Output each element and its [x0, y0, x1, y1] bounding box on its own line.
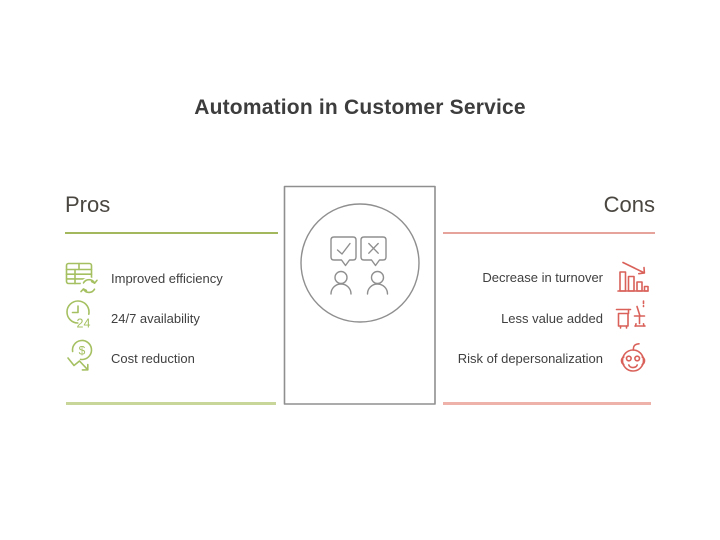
- pros-divider-top: [65, 232, 278, 234]
- cross-speech-bubble: [360, 236, 387, 267]
- pros-heading: Pros: [65, 192, 111, 217]
- cons-item-depersonalization: Risk of depersonalization: [458, 339, 652, 377]
- cons-item-label: Less value added: [501, 310, 603, 326]
- cons-item-value: Less value added: [501, 299, 652, 337]
- table-refresh-icon: [65, 262, 98, 295]
- cross-icon: [368, 242, 379, 254]
- card-border: [283, 185, 436, 405]
- person-shoulders: [330, 283, 352, 295]
- pros-item-label: Improved efficiency: [111, 270, 223, 286]
- cons-item-label: Risk of depersonalization: [457, 350, 603, 366]
- pros-item-label: Cost reduction: [111, 350, 195, 366]
- pros-item-availability: 24 24/7 availability: [63, 299, 200, 337]
- people-feedback-circle: [300, 203, 420, 323]
- svg-text:24: 24: [77, 317, 91, 331]
- person-icon: [334, 270, 348, 285]
- check-icon: [336, 242, 351, 255]
- person-icon: [370, 270, 385, 285]
- pros-item-cost: $ Cost reduction: [63, 339, 195, 377]
- cons-divider-top: [443, 232, 655, 234]
- pros-divider-bottom: [66, 402, 276, 405]
- cons-divider-bottom: [443, 402, 651, 405]
- dollar-decrease-icon: $: [67, 339, 93, 371]
- cons-item-label: Decrease in turnover: [482, 269, 603, 285]
- check-speech-bubble: [330, 236, 357, 267]
- cons-heading: Cons: [603, 192, 655, 217]
- pros-item-label: 24/7 availability: [111, 310, 200, 326]
- svg-text:$: $: [79, 344, 86, 358]
- page-title: Automation in Customer Service: [194, 96, 526, 119]
- declining-bar-chart-icon: [617, 261, 649, 292]
- automation-card: [283, 185, 436, 405]
- cons-item-turnover: Decrease in turnover: [482, 258, 652, 296]
- pros-item-efficiency: Improved efficiency: [63, 259, 223, 297]
- empty-desk-chair-icon: [615, 300, 646, 329]
- person-shoulders: [366, 283, 389, 295]
- robot-head-icon: [620, 343, 646, 372]
- clock-24-icon: 24: [66, 300, 91, 331]
